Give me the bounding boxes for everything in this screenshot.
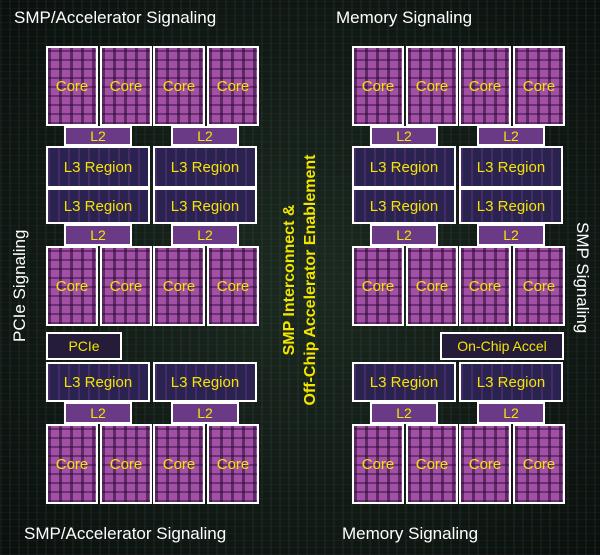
core-left-bottom-0-0: Core xyxy=(46,424,98,504)
l3-left-upper-0: L3 Region xyxy=(46,146,150,188)
core-left-mid-1-1: Core xyxy=(207,246,259,326)
l2-right-mid-0: L2 xyxy=(370,224,438,246)
core-right-bottom-0-0: Core xyxy=(352,424,404,504)
core-left-bottom-1-1: Core xyxy=(207,424,259,504)
core-right-bottom-1-1: Core xyxy=(513,424,565,504)
core-left-top-0-0: Core xyxy=(46,46,98,126)
core-left-mid-0-1: Core xyxy=(100,246,152,326)
l2-left-bottom-0: L2 xyxy=(64,402,132,424)
l3-right-lower-1: L3 Region xyxy=(459,188,563,224)
l3-left-bottom-0: L3 Region xyxy=(46,362,150,402)
core-right-top-1-1: Core xyxy=(513,46,565,126)
l2-right-mid-1: L2 xyxy=(477,224,545,246)
l2-right-top-0: L2 xyxy=(370,126,438,146)
l3-right-upper-1: L3 Region xyxy=(459,146,563,188)
core-left-bottom-1-0: Core xyxy=(153,424,205,504)
on-chip-accel-block: On-Chip Accel xyxy=(440,332,564,360)
l2-left-mid-0: L2 xyxy=(64,224,132,246)
core-right-mid-1-0: Core xyxy=(459,246,511,326)
l2-right-top-1: L2 xyxy=(477,126,545,146)
core-left-mid-1-0: Core xyxy=(153,246,205,326)
l3-left-bottom-1: L3 Region xyxy=(153,362,257,402)
signal-label-top-left: SMP/Accelerator Signaling xyxy=(14,8,217,27)
l2-left-mid-1: L2 xyxy=(171,224,239,246)
l2-left-bottom-1: L2 xyxy=(171,402,239,424)
l2-right-bottom-0: L2 xyxy=(370,402,438,424)
core-right-mid-0-1: Core xyxy=(406,246,458,326)
l2-left-top-1: L2 xyxy=(171,126,239,146)
pcie-block: PCIe xyxy=(46,332,122,360)
signal-label-bottom-right: Memory Signaling xyxy=(342,524,479,543)
core-left-bottom-0-1: Core xyxy=(100,424,152,504)
l3-right-bottom-1: L3 Region xyxy=(459,362,563,402)
l3-left-lower-0: L3 Region xyxy=(46,188,150,224)
l3-left-lower-1: L3 Region xyxy=(153,188,257,224)
core-left-mid-0-0: Core xyxy=(46,246,98,326)
core-left-top-1-1: Core xyxy=(207,46,259,126)
l3-left-upper-1: L3 Region xyxy=(153,146,257,188)
l3-right-lower-0: L3 Region xyxy=(352,188,456,224)
core-right-top-0-0: Core xyxy=(352,46,404,126)
core-right-bottom-1-0: Core xyxy=(459,424,511,504)
smp-interconnect-label: SMP Interconnect & Off-Chip Accelerator … xyxy=(279,154,321,405)
signal-label-left: PCIe Signaling xyxy=(10,229,29,342)
core-right-top-1-0: Core xyxy=(459,46,511,126)
l3-right-bottom-0: L3 Region xyxy=(352,362,456,402)
core-right-top-0-1: Core xyxy=(406,46,458,126)
l3-right-upper-0: L3 Region xyxy=(352,146,456,188)
signal-label-right: SMP Signaling xyxy=(573,222,592,334)
center-label-line-1: SMP Interconnect & xyxy=(281,204,298,356)
core-right-mid-1-1: Core xyxy=(513,246,565,326)
core-right-mid-0-0: Core xyxy=(352,246,404,326)
l2-right-bottom-1: L2 xyxy=(477,402,545,424)
center-label-line-2: Off-Chip Accelerator Enablement xyxy=(302,154,319,406)
signal-label-top-right: Memory Signaling xyxy=(336,8,473,27)
signal-label-bottom-left: SMP/Accelerator Signaling xyxy=(24,524,227,543)
core-left-top-1-0: Core xyxy=(153,46,205,126)
core-left-top-0-1: Core xyxy=(100,46,152,126)
core-right-bottom-0-1: Core xyxy=(406,424,458,504)
l2-left-top-0: L2 xyxy=(64,126,132,146)
